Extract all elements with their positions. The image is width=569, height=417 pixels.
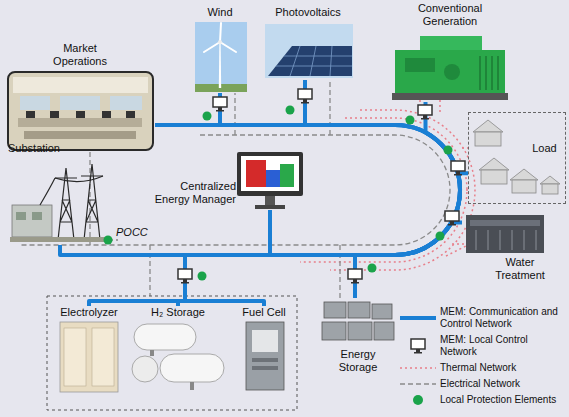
dot-sample — [413, 395, 423, 405]
battery-photo — [322, 302, 394, 340]
network-link — [220, 93, 460, 255]
node-label: Centralized Energy Manager — [150, 180, 236, 206]
component-box: Market Operations — [5, 40, 155, 152]
wind-turbine-photo — [195, 22, 247, 92]
line-sample — [400, 316, 436, 320]
network-link — [270, 210, 462, 255]
solar-panel-photo — [265, 24, 353, 78]
component-box: Wind — [190, 6, 250, 93]
component-box: Electrolyzer — [55, 306, 123, 396]
legend-text: MEM: Local Control Network — [440, 334, 567, 358]
node-label: Wind — [190, 6, 250, 19]
legend-text: Electrical Network — [440, 378, 567, 390]
component-box: H₂ Storage — [128, 306, 228, 392]
component-box: Energy Storage — [318, 298, 398, 382]
electrolyzer-photo — [60, 322, 118, 392]
component-box: Substation — [8, 140, 118, 245]
node-label: H₂ Storage — [128, 306, 228, 319]
legend-swatch — [398, 310, 438, 326]
component-box: Centralized Energy Manager — [150, 150, 310, 210]
legend-text: Thermal Network — [440, 362, 567, 374]
hydrogen-tank-photo — [132, 324, 224, 390]
network-link — [270, 102, 460, 255]
fuel-cell-photo — [246, 322, 284, 390]
manager-monitor — [237, 152, 303, 209]
component-box: Photovoltaics — [262, 6, 354, 80]
house-icons — [473, 120, 560, 194]
line-sample — [400, 367, 436, 369]
network-link — [178, 210, 270, 306]
junction-label: POCC — [116, 226, 156, 239]
component-box: Conventional Generation — [385, 2, 515, 102]
network-link — [60, 210, 270, 255]
electrical-network — [20, 80, 450, 298]
node-label: Conventional Generation — [405, 2, 495, 28]
network-link — [270, 210, 355, 298]
node-label: Load — [526, 142, 564, 155]
node-label: Energy Storage — [328, 348, 388, 374]
network-link — [185, 210, 270, 306]
node-label: Water Treatment — [490, 256, 550, 282]
component-box: Fuel Cell — [238, 306, 290, 394]
component-box: Load — [468, 112, 566, 204]
control-room-photo — [8, 72, 153, 150]
water-treatment-photo — [466, 215, 544, 253]
legend-text: Local Protection Elements — [440, 394, 567, 406]
protection-dots — [104, 106, 453, 281]
node-label: Fuel Cell — [238, 306, 290, 319]
legend-swatch — [398, 392, 438, 408]
network-link — [89, 210, 270, 306]
network-link — [270, 173, 468, 255]
node-label: Market Operations — [45, 42, 115, 68]
generator-photo — [392, 36, 508, 100]
network-link — [270, 80, 460, 255]
substation-photo — [10, 164, 110, 242]
legend-swatch — [398, 376, 438, 392]
node-label: Substation — [8, 142, 88, 155]
component-box: Water Treatment — [462, 212, 552, 287]
node-label: Photovoltaics — [262, 6, 354, 19]
node-label: Electrolyzer — [55, 306, 123, 319]
line-sample — [400, 383, 436, 384]
group-outline — [47, 296, 297, 410]
legend-text: MEM: Communication and Control Network — [440, 306, 567, 330]
legend-swatch — [398, 360, 438, 376]
monitor-sample — [411, 339, 425, 354]
legend-swatch — [398, 338, 438, 354]
